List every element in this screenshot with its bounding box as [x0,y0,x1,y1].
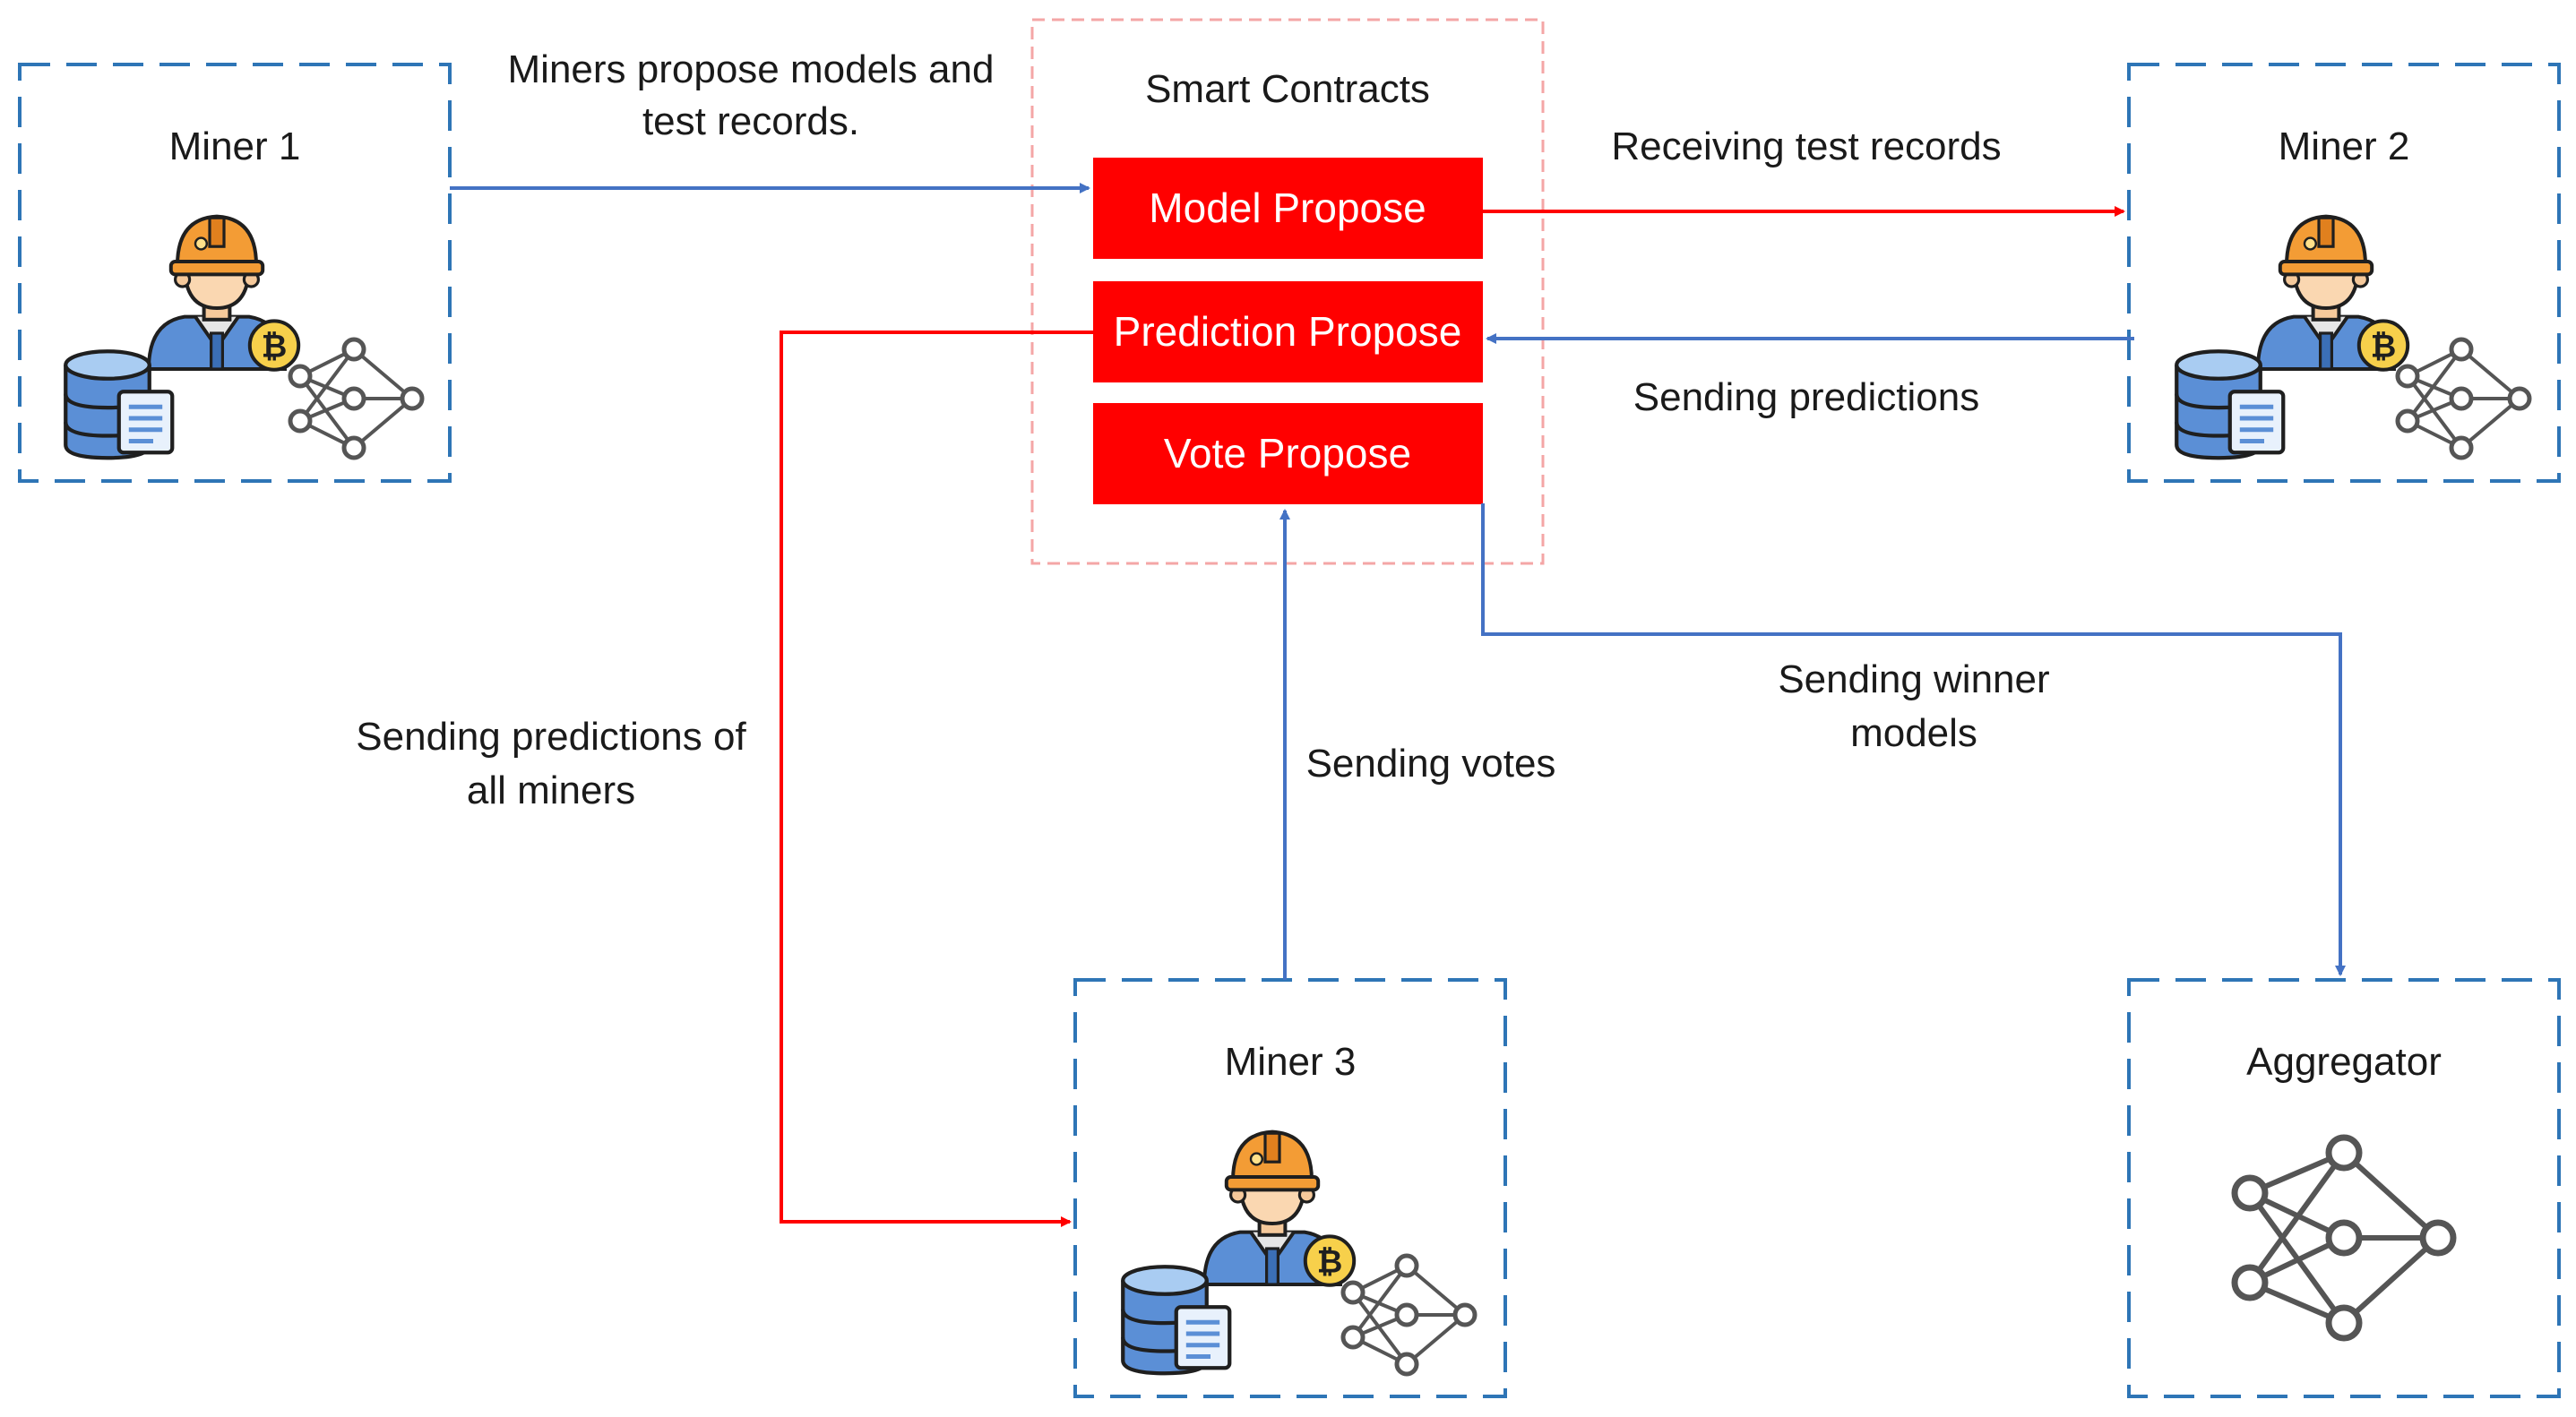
flow-label-line1: Sending votes [1306,742,1556,786]
flow-label-line2: all miners [467,769,635,812]
flow-prediction-propose-to-miner3: Sending predictions of all miners [356,331,1093,1227]
smart-contracts-border [1030,18,1545,565]
miner-3-border [1073,978,1507,1398]
neural-network-icon [2398,339,2529,458]
aggregator-node: Aggregator [2127,978,2561,1398]
vote-propose-label: Vote Propose [1164,430,1411,477]
flow-label-line1: Receiving test records [1611,125,2001,168]
vote-propose-box: Vote Propose [1093,403,1483,504]
model-propose-box: Model Propose [1093,158,1483,259]
miner-3-title: Miner 3 [1225,1040,1357,1084]
flow-label-line2: models [1850,711,1977,755]
flow-label-line1: Sending predictions of [356,715,746,759]
miner-1-node: Miner 1 [18,63,452,483]
smart-contracts-title: Smart Contracts [1145,67,1430,111]
flow-label-line2: test records. [642,99,859,143]
flow-label-line1: Sending predictions [1633,375,1979,419]
flow-label-line1: Miners propose models and [508,47,995,91]
model-propose-label: Model Propose [1149,185,1426,231]
flow-miner2-to-prediction-propose: Sending predictions [1486,333,2134,419]
flow-miner1-to-model-propose: Miners propose models and test records. [450,47,1090,193]
prediction-propose-label: Prediction Propose [1114,308,1462,355]
neural-network-icon [2231,1134,2457,1342]
aggregator-border [2127,978,2561,1398]
miner-2-title: Miner 2 [2279,125,2410,168]
miner-3-node: Miner 3 [1073,978,1507,1398]
neural-network-icon [290,339,422,458]
flow-label-line1: Sending winner [1778,657,2049,701]
smart-contracts-container: Smart Contracts Model Propose Prediction… [1030,18,1545,565]
neural-network-icon [1343,1256,1475,1374]
miner-1-title: Miner 1 [169,125,301,168]
miner-icon [149,217,298,370]
flow-model-propose-to-miner2: Receiving test records [1483,125,2125,217]
flow-miner3-to-vote-propose: Sending votes [1279,509,1556,980]
aggregator-title: Aggregator [2246,1040,2442,1084]
miner-2-border [2127,63,2561,483]
flow-vote-propose-to-aggregator: Sending winner models [1481,503,2346,976]
miner-1-border [18,63,452,483]
miner-2-node: Miner 2 [2127,63,2561,483]
prediction-propose-box: Prediction Propose [1093,281,1483,382]
miner-icon [1204,1132,1354,1285]
miner-icon [2258,217,2408,370]
